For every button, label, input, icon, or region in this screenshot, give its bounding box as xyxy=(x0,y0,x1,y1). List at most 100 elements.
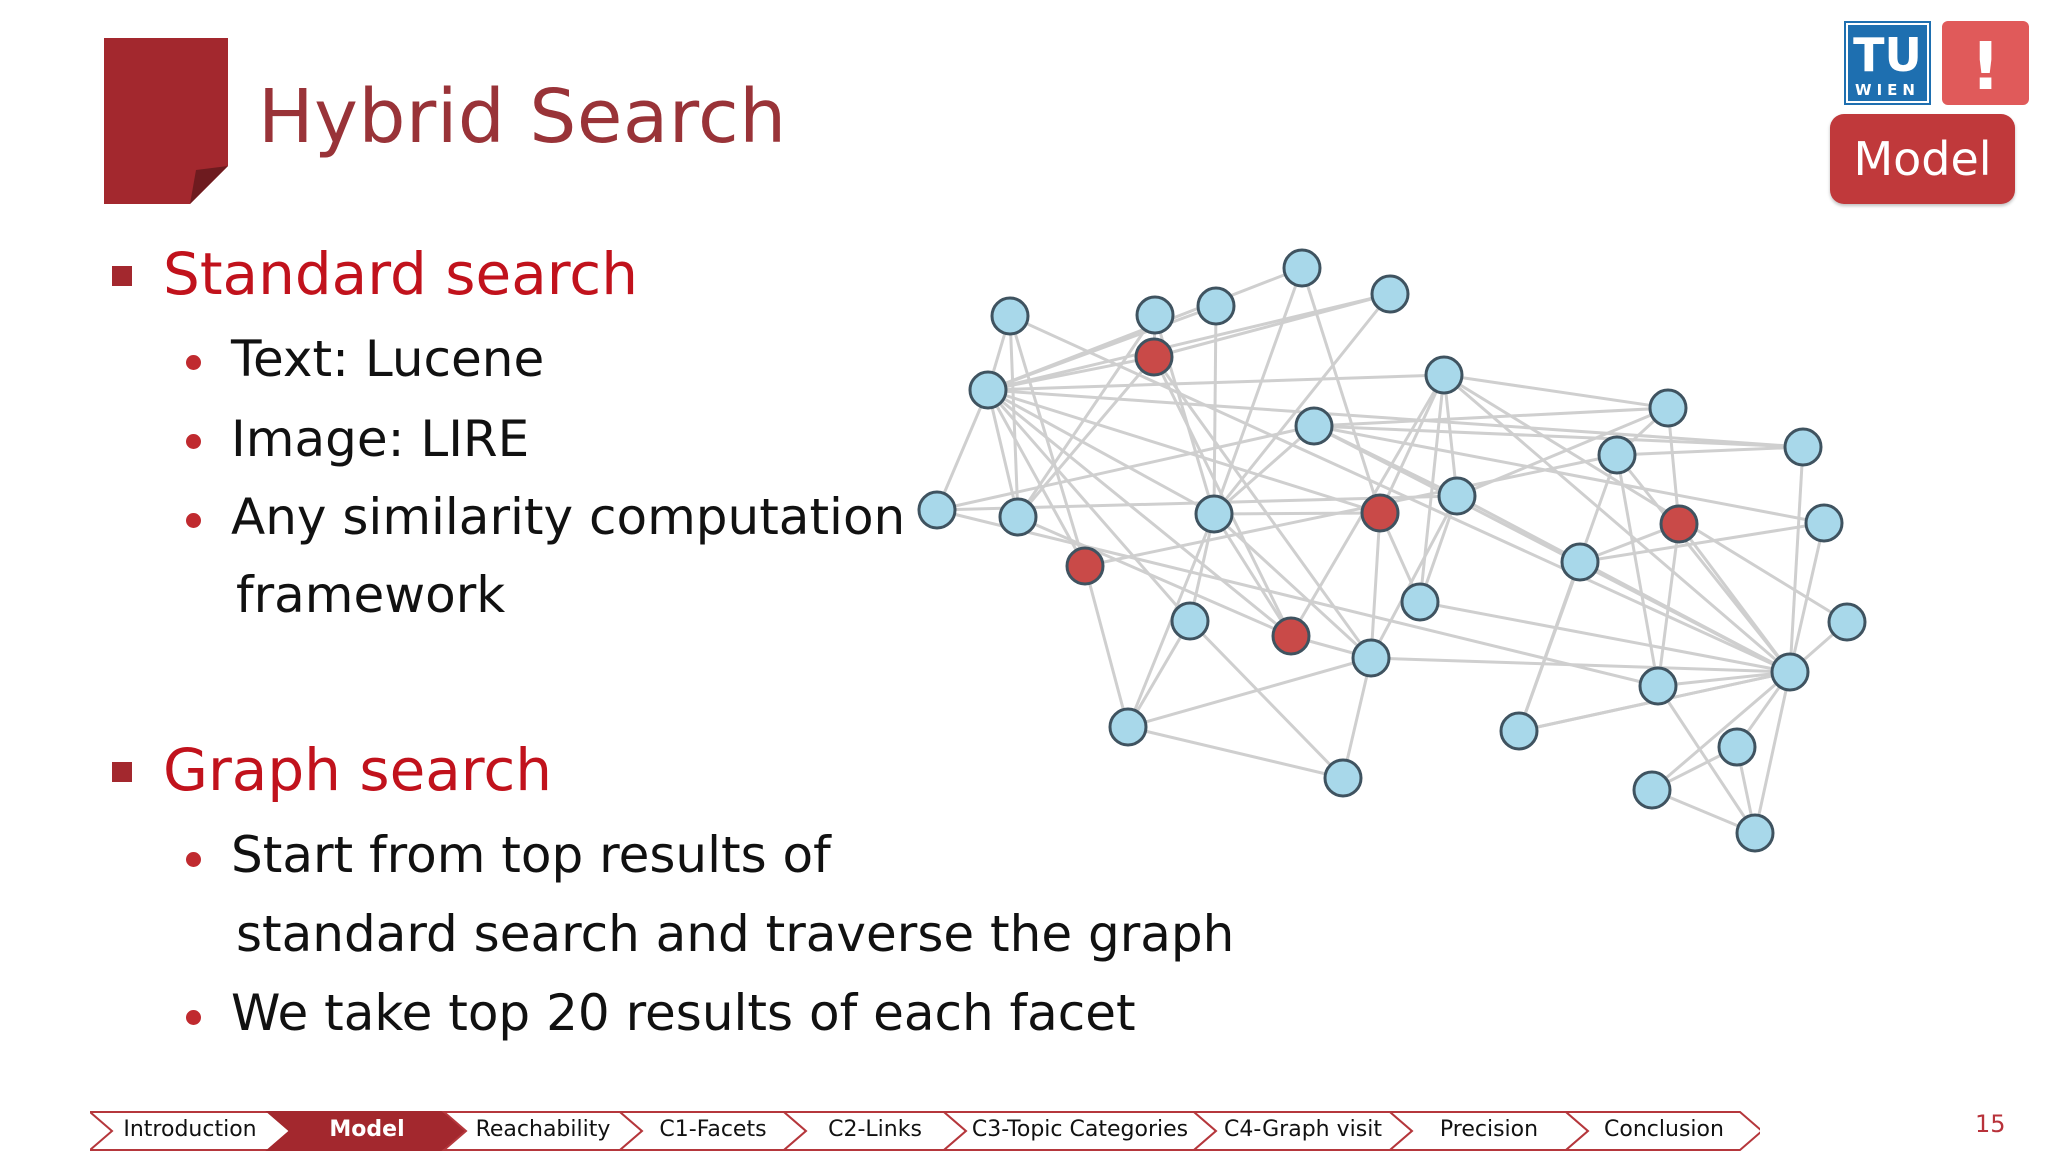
graph-node xyxy=(1400,582,1440,622)
network-graph-illustration xyxy=(917,248,1867,853)
graph-edge xyxy=(1753,671,1792,834)
graph-node xyxy=(968,370,1008,410)
nav-item-c1-facets[interactable]: C1-Facets xyxy=(659,1117,767,1142)
graph-edge xyxy=(1127,656,1372,729)
graph-edge xyxy=(987,388,1804,449)
graph-edge xyxy=(1083,565,1130,728)
exclamation-logo-text: ! xyxy=(1970,28,2000,105)
graph-edge xyxy=(1153,292,1391,359)
graph-node xyxy=(1783,427,1823,467)
nav-item-model[interactable]: Model xyxy=(329,1117,405,1142)
graph-edge xyxy=(1341,657,1373,779)
graph-node xyxy=(1424,355,1464,395)
graph-edge xyxy=(1313,424,1804,449)
graph-edge xyxy=(1418,374,1446,603)
graph-edge xyxy=(987,355,1155,392)
heading-graph-search: Graph search xyxy=(163,736,553,804)
graph-node xyxy=(1170,601,1210,641)
graph-edge xyxy=(936,508,1659,688)
graph-node xyxy=(1827,602,1867,642)
graph-edge xyxy=(1651,670,1791,792)
nav-item-introduction[interactable]: Introduction xyxy=(123,1117,257,1142)
nav-item-reachability[interactable]: Reachability xyxy=(475,1117,611,1142)
graph-node xyxy=(1638,666,1678,706)
nav-item-shape-conclusion[interactable] xyxy=(1563,1111,1760,1151)
graph-node xyxy=(990,296,1030,336)
graph-edge xyxy=(1788,522,1826,673)
graph-edge xyxy=(1008,315,1020,518)
bullet-dot-icon xyxy=(186,355,201,370)
graph-nodes xyxy=(917,248,1867,853)
graph-edge xyxy=(936,424,1315,512)
graph-edge xyxy=(1616,445,1804,457)
graph-node-highlighted xyxy=(1360,493,1400,533)
page-number: 15 xyxy=(1975,1110,2006,1138)
bullet-start-from-top-cont: standard search and traverse the graph xyxy=(236,905,1235,963)
graph-node xyxy=(1632,770,1672,810)
graph-edge xyxy=(1378,374,1446,514)
nav-item-precision[interactable]: Precision xyxy=(1439,1117,1539,1142)
graph-edge xyxy=(1212,512,1373,660)
bullet-dot-icon xyxy=(186,1010,201,1025)
graph-edge xyxy=(1369,495,1459,659)
bullet-top-20: We take top 20 results of each facet xyxy=(231,984,1136,1042)
graph-node xyxy=(1735,813,1775,853)
graph-edge xyxy=(987,388,1215,516)
nav-item-c2-links[interactable]: C2-Links xyxy=(828,1117,922,1142)
nav-item-c4-graph-visit[interactable]: C4-Graph visit xyxy=(1224,1117,1382,1142)
graph-node-highlighted xyxy=(1134,337,1174,377)
graph-edge xyxy=(1443,373,1791,674)
graph-edge xyxy=(1656,685,1757,834)
graph-edge xyxy=(1443,373,1669,410)
graph-edge xyxy=(986,389,1020,518)
graph-node xyxy=(1648,388,1688,428)
bullet-dot-icon xyxy=(186,513,201,528)
square-bullet-icon xyxy=(112,762,132,782)
graph-edge xyxy=(1442,374,1459,497)
graph-node xyxy=(1194,494,1234,534)
bullet-image-lire: Image: LIRE xyxy=(231,410,530,468)
graph-node xyxy=(917,490,957,530)
bullet-similarity: Any similarity computation xyxy=(231,488,906,546)
nav-item-conclusion[interactable]: Conclusion xyxy=(1604,1117,1724,1142)
section-nav-bar xyxy=(90,1108,1760,1154)
graph-edge xyxy=(987,373,1445,392)
graph-edge xyxy=(1313,424,1825,525)
graph-edge xyxy=(1369,512,1382,659)
graph-edge xyxy=(1212,267,1304,515)
graph-edge xyxy=(1788,446,1805,673)
graph-edge xyxy=(986,389,1087,567)
graph-edge xyxy=(1127,725,1344,780)
graph-node xyxy=(998,497,1038,537)
graph-node xyxy=(1437,476,1477,516)
bullet-similarity-cont: framework xyxy=(236,566,506,624)
graph-node xyxy=(1804,503,1844,543)
wien-logo-text: WIEN xyxy=(1855,81,1920,99)
section-badge: Model xyxy=(1830,114,2015,204)
graph-edge xyxy=(1126,620,1192,728)
graph-edge xyxy=(1370,656,1791,674)
graph-edge xyxy=(1300,267,1382,514)
graph-node xyxy=(1294,406,1334,446)
graph-node xyxy=(1499,711,1539,751)
graph-node-highlighted xyxy=(1659,504,1699,544)
graph-edge xyxy=(1677,523,1792,673)
nav-item-c3-topic-categories[interactable]: C3-Topic Categories xyxy=(971,1117,1189,1142)
graph-node xyxy=(1717,727,1757,767)
graph-edge xyxy=(987,292,1391,392)
graph-node xyxy=(1770,652,1810,692)
graph-edge xyxy=(1579,521,1825,564)
bullet-start-from-top: Start from top results of xyxy=(231,826,831,884)
graph-edge xyxy=(1657,670,1791,688)
graph-edge xyxy=(1419,600,1791,674)
graph-edge xyxy=(1443,373,1848,624)
graph-node-highlighted xyxy=(1065,546,1105,586)
graph-edge xyxy=(1615,454,1660,687)
graph-node xyxy=(1597,435,1637,475)
heading-standard-search: Standard search xyxy=(163,240,638,308)
graph-node xyxy=(1560,542,1600,582)
page-title: Hybrid Search xyxy=(258,74,787,160)
square-bullet-icon xyxy=(112,266,132,286)
graph-node xyxy=(1282,248,1322,288)
graph-edge xyxy=(935,389,990,511)
